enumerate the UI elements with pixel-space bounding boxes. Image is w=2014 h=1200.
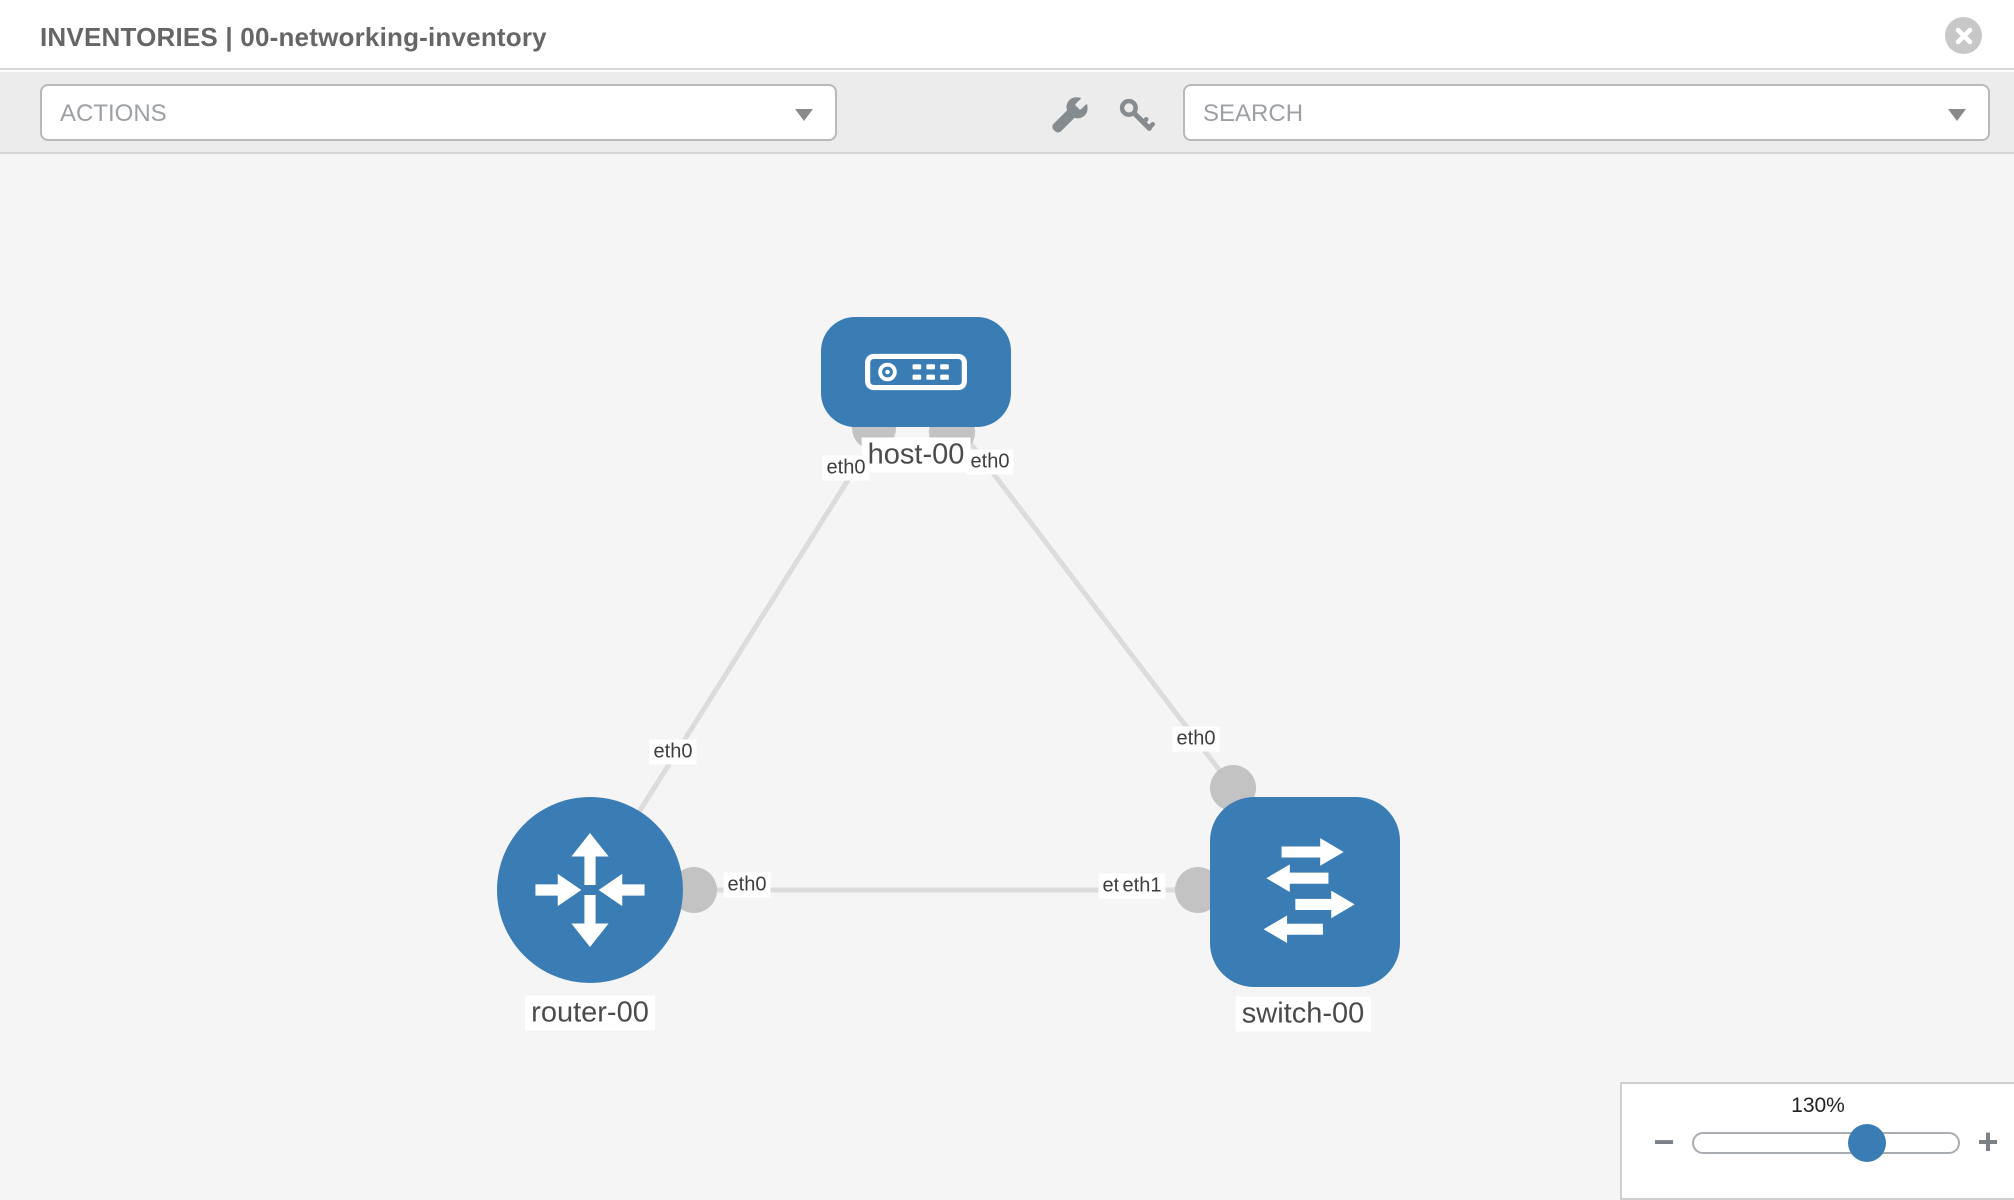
toolbar: ACTIONS SEARCH — [0, 72, 2014, 154]
topology-links-layer — [587, 370, 1256, 913]
iface-label-switch-left-front: eth1 — [1118, 873, 1166, 899]
close-button[interactable] — [1945, 17, 1982, 54]
credentials-button[interactable] — [1114, 94, 1158, 138]
node-label-switch: switch-00 — [1235, 996, 1371, 1032]
search-dropdown[interactable]: SEARCH — [1183, 84, 1990, 141]
zoom-in-button[interactable]: + — [1968, 1120, 2008, 1164]
interface-connector — [1175, 867, 1221, 913]
iface-label-host-right: eth0 — [966, 449, 1014, 475]
page-title: INVENTORIES | 00-networking-inventory — [40, 22, 547, 52]
titlebar: INVENTORIES | 00-networking-inventory — [0, 0, 2014, 70]
zoom-slider-thumb[interactable] — [1848, 1124, 1886, 1162]
node-switch-00[interactable] — [1210, 797, 1400, 987]
iface-label-host-left: eth0 — [822, 455, 870, 481]
node-router-00[interactable] — [497, 797, 683, 983]
interface-connector — [671, 867, 717, 913]
iface-label-router-right: eth0 — [723, 872, 771, 898]
host-icon — [865, 353, 967, 391]
zoom-out-button[interactable]: − — [1644, 1120, 1684, 1164]
chevron-down-icon — [795, 109, 813, 121]
zoom-level: 130% — [1791, 1094, 1845, 1117]
configure-button[interactable] — [1048, 94, 1092, 138]
actions-dropdown-label: ACTIONS — [60, 100, 167, 127]
node-label-router: router-00 — [525, 995, 655, 1031]
topology-canvas[interactable]: host-00 router-00 switch-00 eth0 eth0 et… — [0, 154, 2014, 1200]
chevron-down-icon — [1948, 109, 1966, 121]
wrench-icon — [1052, 96, 1088, 132]
actions-dropdown[interactable]: ACTIONS — [40, 84, 837, 141]
iface-label-switch-top: eth0 — [1172, 726, 1220, 752]
iface-label-router-top: eth0 — [649, 739, 697, 765]
close-icon — [1955, 27, 1972, 44]
search-placeholder: SEARCH — [1203, 100, 1304, 127]
node-label-host: host-00 — [861, 437, 971, 473]
router-icon — [535, 832, 645, 948]
switch-icon — [1263, 838, 1355, 944]
node-host-00[interactable] — [821, 317, 1011, 427]
key-icon — [1119, 98, 1156, 131]
zoom-slider-track[interactable] — [1692, 1124, 1960, 1162]
zoom-panel: 130% − + — [1620, 1082, 2014, 1200]
